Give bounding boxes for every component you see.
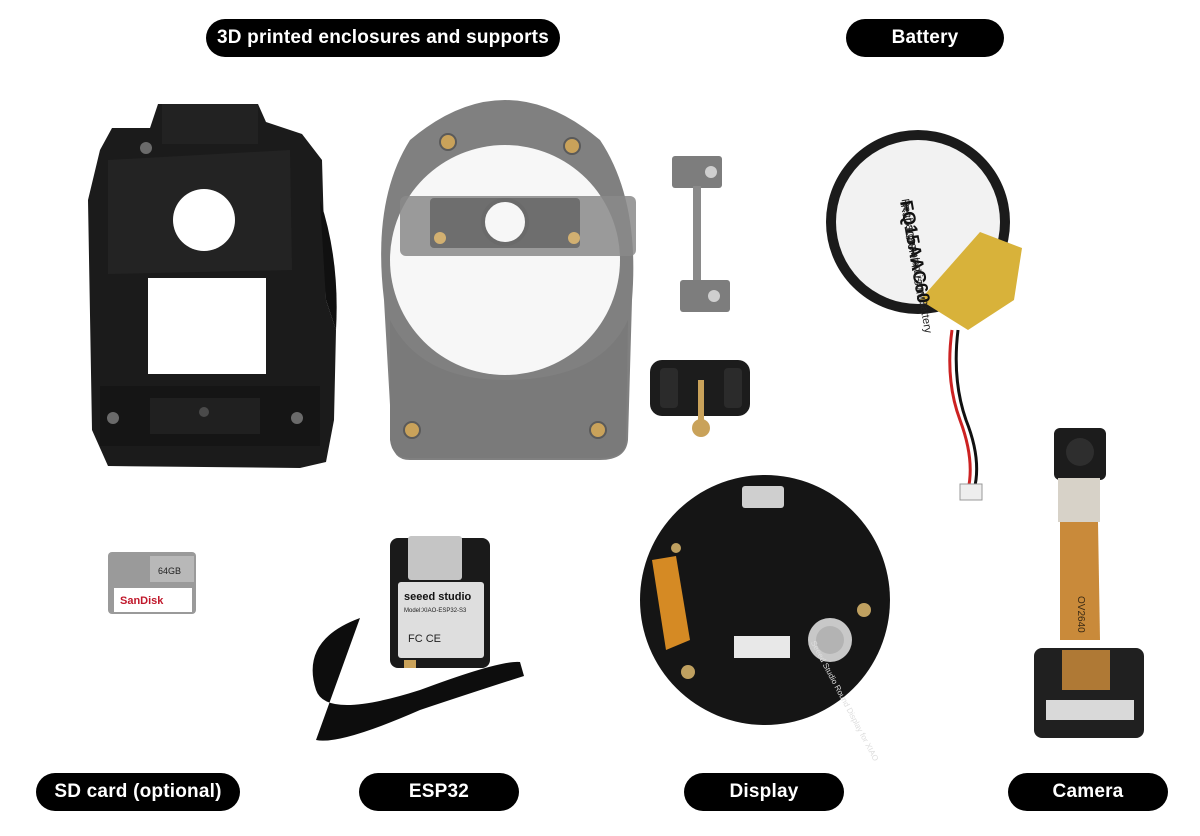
sd-card-brand: SanDisk	[120, 595, 164, 607]
sd-card-capacity: 64GB	[158, 566, 181, 576]
esp32-model: Model:XIAO-ESP32-S3	[404, 608, 467, 614]
label-camera: Camera	[1008, 773, 1168, 811]
esp32-module: seeed studio Model:XIAO-ESP32-S3 FC CE	[312, 536, 524, 741]
camera-module: OV2640	[1034, 428, 1144, 738]
label-display: Display	[684, 773, 844, 811]
label-enclosures: 3D printed enclosures and supports	[206, 19, 560, 57]
gray-bracket	[672, 156, 730, 312]
black-hinge	[650, 360, 750, 437]
esp32-marks: FC CE	[408, 633, 441, 645]
label-esp32: ESP32	[359, 773, 519, 811]
camera-cable-text: OV2640	[1075, 596, 1086, 633]
battery: Rechargeable Li-ion Battery FQ15AAC60 RJ…	[826, 130, 1022, 501]
esp32-brand: seeed studio	[404, 591, 472, 603]
round-display: Seeed Studio Round Display for XIAO	[640, 475, 890, 763]
label-sd-card: SD card (optional)	[36, 773, 240, 811]
black-enclosure	[88, 104, 337, 468]
gray-enclosure	[381, 100, 636, 460]
label-battery: Battery	[846, 19, 1004, 57]
sd-card: SanDisk 64GB	[108, 552, 196, 614]
